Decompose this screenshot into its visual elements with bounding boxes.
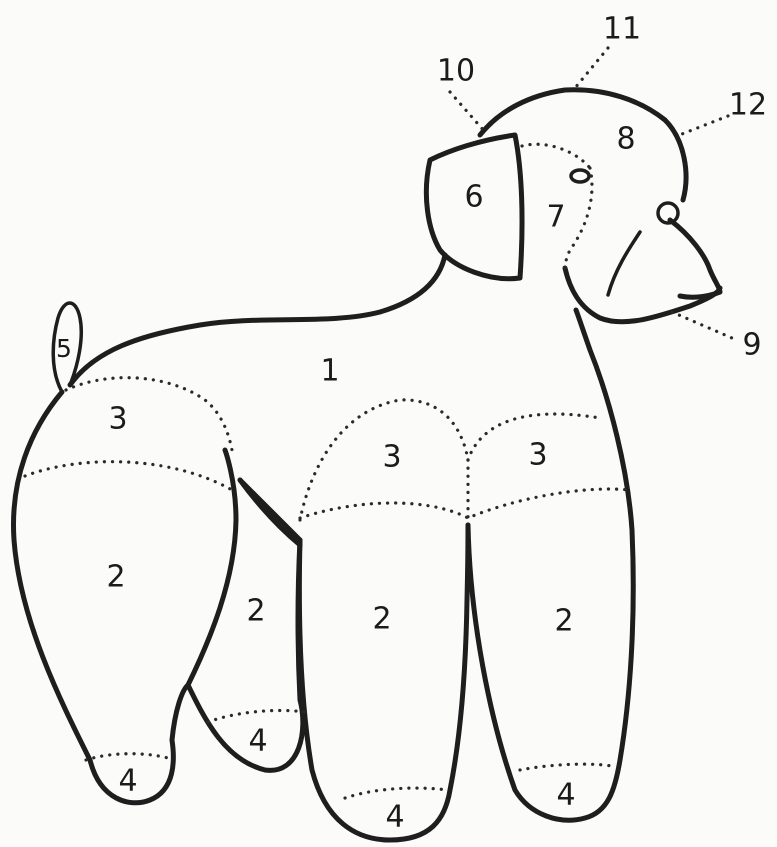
- pointer-10-line: [450, 92, 485, 132]
- label-shoulder-left: 3: [382, 440, 401, 475]
- eye: [571, 170, 589, 182]
- label-rear-leg-right: 2: [246, 594, 265, 629]
- cheek-top-line: [522, 144, 590, 168]
- pointer-12-line: [682, 116, 728, 134]
- muzzle-outline: [670, 220, 720, 297]
- label-front-leg-left: 2: [372, 602, 391, 637]
- back-outline: [70, 255, 445, 385]
- rear-leg-left-outline: [13, 392, 236, 803]
- pointer-11-line: [575, 48, 608, 88]
- foot-rear-left-line: [86, 754, 168, 760]
- label-muzzle-pointer: 9: [742, 328, 761, 363]
- label-cheek: 7: [546, 200, 565, 235]
- pointer-9-line: [672, 312, 732, 338]
- shoulder-bottom-line: [300, 489, 630, 518]
- foot-front-right-line: [520, 764, 612, 770]
- label-front-leg-right: 2: [554, 604, 573, 639]
- label-body: 1: [320, 354, 339, 389]
- front-leg-left-outline: [299, 525, 468, 840]
- label-occiput-pointer: 10: [437, 54, 475, 89]
- rear-leg-right-outline: [188, 480, 303, 770]
- foot-front-left-line: [345, 788, 448, 798]
- label-foot-rear-left: 4: [118, 764, 137, 799]
- hip-bottom-line: [25, 462, 232, 490]
- label-hip: 3: [108, 402, 127, 437]
- label-skull: 8: [616, 122, 635, 157]
- foot-rear-right-line: [208, 710, 305, 722]
- dog-outline: [13, 90, 720, 840]
- label-ear: 6: [464, 180, 483, 215]
- label-shoulder-right: 3: [528, 438, 547, 473]
- label-foot-front-left: 4: [385, 800, 404, 835]
- mouth-line: [608, 232, 640, 295]
- label-brow-pointer: 12: [729, 88, 767, 123]
- hip-top-line: [66, 378, 232, 450]
- label-foot-rear-right: 4: [248, 724, 267, 759]
- label-foot-front-right: 4: [556, 778, 575, 813]
- region-labels: 1 2 2 2 2 3 3 3 4 4 4 4 5 6 7 8 9 10 11 …: [56, 12, 767, 835]
- front-leg-right-outline: [468, 310, 633, 820]
- label-rear-leg-left: 2: [106, 560, 125, 595]
- label-crown-pointer: 11: [603, 12, 641, 47]
- label-tail: 5: [56, 334, 72, 363]
